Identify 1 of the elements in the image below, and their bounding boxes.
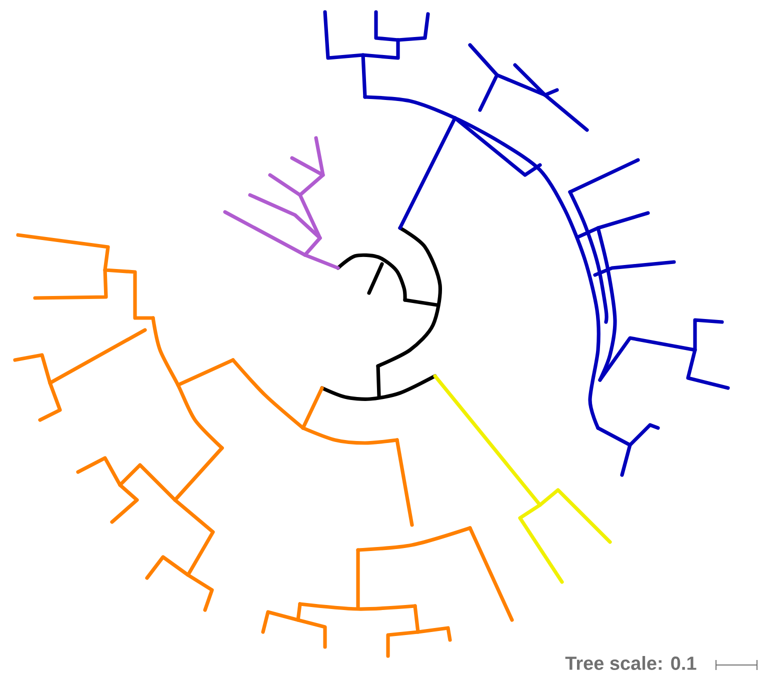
scale-label: Tree scale: 0.1 xyxy=(565,656,696,670)
